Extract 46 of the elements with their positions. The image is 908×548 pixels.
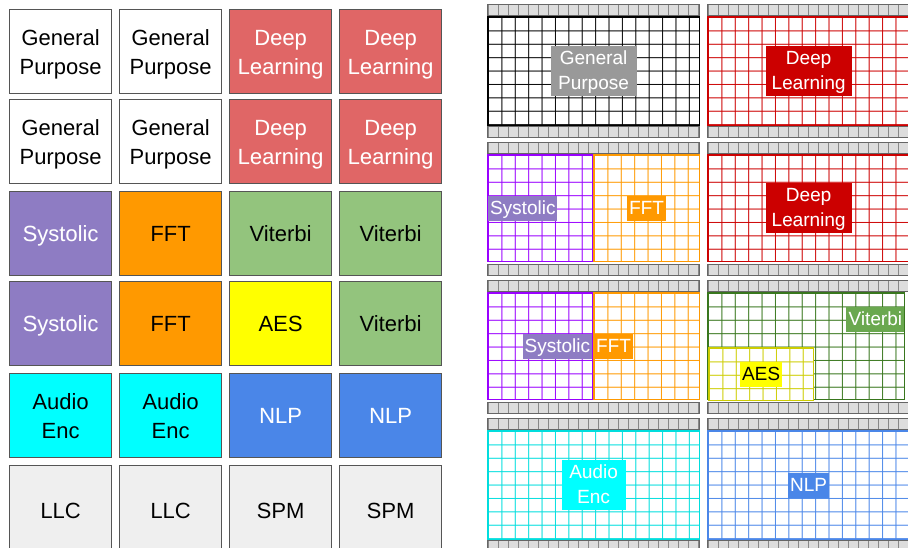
grid-region (707, 16, 908, 126)
grid-region (487, 430, 700, 540)
accelerator-tile: AES (229, 281, 332, 366)
accelerator-tile: Deep Learning (229, 9, 332, 94)
block-label: NLP (788, 472, 829, 498)
grid-region (593, 154, 700, 262)
accelerator-tile: General Purpose (9, 9, 112, 94)
accelerator-tile: NLP (229, 373, 332, 458)
block-label: AES (740, 362, 782, 386)
accelerator-tile: Systolic (9, 191, 112, 276)
block-label: Viterbi (846, 307, 904, 332)
grid-region (707, 292, 905, 400)
accelerator-tile: Deep Learning (229, 99, 332, 184)
accelerator-tile: General Purpose (9, 99, 112, 184)
accelerator-tile: FFT (119, 191, 222, 276)
block-label: FFT (594, 334, 633, 358)
accelerator-tile: Viterbi (229, 191, 332, 276)
block-label: General Purpose (550, 46, 636, 96)
grid-region (487, 292, 593, 400)
grid-region (708, 347, 814, 401)
accelerator-tile: Deep Learning (339, 9, 442, 94)
accelerator-tile: Systolic (9, 281, 112, 366)
memory-tile: SPM (229, 465, 332, 548)
accelerator-tile: Audio Enc (9, 373, 112, 458)
accelerator-tile: Viterbi (339, 281, 442, 366)
grid-region (487, 16, 700, 126)
accelerator-tile: Viterbi (339, 191, 442, 276)
block-label: FFT (627, 196, 666, 220)
grid-region (707, 154, 908, 262)
block-label: Audio Enc (562, 460, 626, 510)
memory-tile: LLC (9, 465, 112, 548)
grid-region (593, 292, 700, 400)
accelerator-tile: NLP (339, 373, 442, 458)
memory-tile: SPM (339, 465, 442, 548)
grid-region (487, 154, 593, 262)
block-label: Systolic (488, 196, 558, 220)
accelerator-tile: General Purpose (119, 9, 222, 94)
accelerator-tile: Audio Enc (119, 373, 222, 458)
accelerator-tile: Deep Learning (339, 99, 442, 184)
memory-tile: LLC (119, 465, 222, 548)
accelerator-tile: General Purpose (119, 99, 222, 184)
accelerator-tile: FFT (119, 281, 222, 366)
block-label: Systolic (522, 334, 592, 358)
block-label: Deep Learning (766, 183, 852, 233)
block-label: Deep Learning (766, 46, 852, 96)
grid-region (707, 430, 908, 540)
